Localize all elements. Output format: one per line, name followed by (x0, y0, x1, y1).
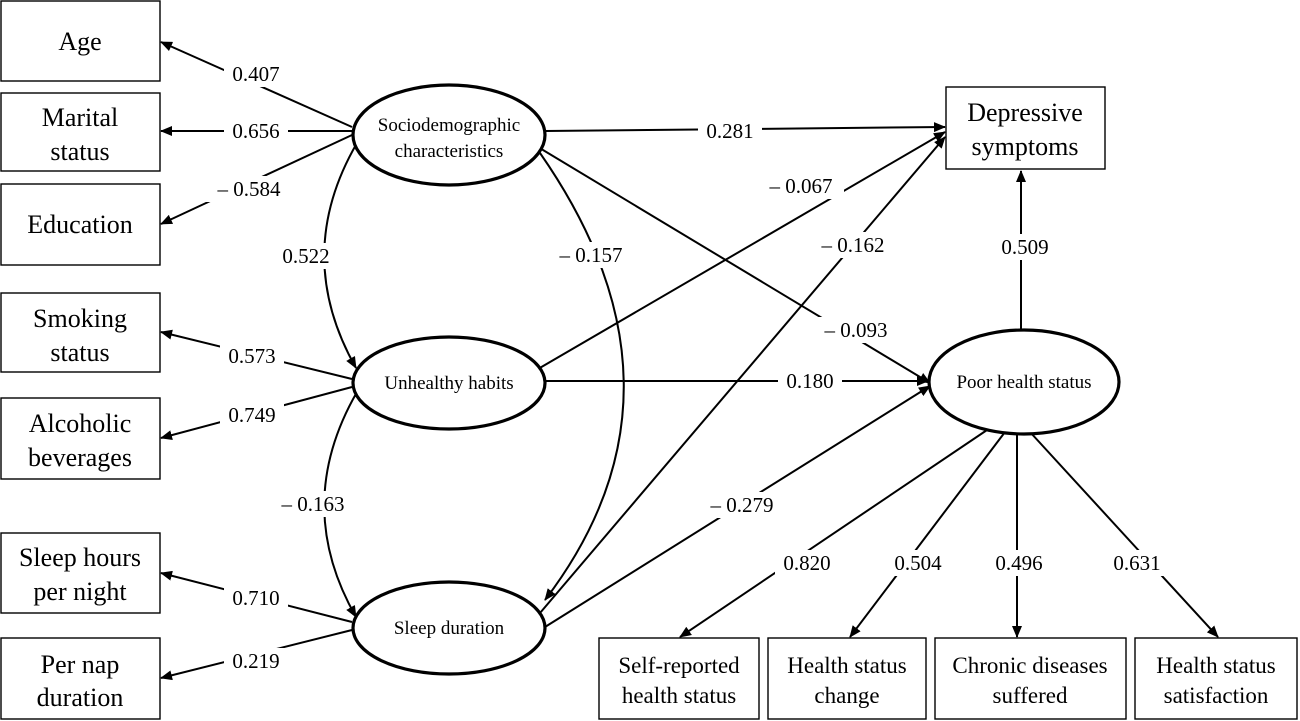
label-alcohol-line2: beverages (28, 443, 132, 472)
edge-health-selfrep (679, 427, 991, 638)
svg-text:– 0.093: – 0.093 (824, 318, 888, 342)
label-marital-line1: Marital (42, 103, 119, 132)
svg-text:0.509: 0.509 (1001, 235, 1048, 259)
svg-text:0.496: 0.496 (995, 551, 1042, 575)
svg-text:0.749: 0.749 (228, 403, 275, 427)
box-marital-status: Marital status (0, 92, 161, 172)
latent-unhealthy-habits: Unhealthy habits (351, 335, 547, 431)
label-smoking-line1: Smoking (33, 304, 127, 333)
coef-health-depressive: 0.509 (993, 234, 1057, 260)
coef-socio-age: 0.407 (224, 61, 288, 87)
edge-socio-health (537, 146, 931, 384)
label-satisf-line1: Health status (1156, 653, 1275, 678)
box-alcoholic-beverages: Alcoholic beverages (0, 397, 161, 480)
svg-text:– 0.584: – 0.584 (217, 177, 282, 201)
coef-habits-depressive: – 0.067 (758, 173, 844, 199)
label-chronic-line2: suffered (993, 683, 1068, 708)
label-habits: Unhealthy habits (384, 373, 513, 394)
svg-text:0.522: 0.522 (282, 244, 329, 268)
label-socio-line1: Sociodemographic (378, 115, 520, 136)
coef-health-chronic: 0.496 (987, 550, 1051, 576)
label-nap-line1: Per nap (41, 650, 120, 679)
coef-sleep-depressive: – 0.162 (810, 232, 896, 258)
svg-text:0.710: 0.710 (232, 586, 279, 610)
svg-text:– 0.163: – 0.163 (281, 492, 345, 516)
latent-sleep-duration: Sleep duration (351, 580, 547, 676)
edge-health-satisf (1029, 431, 1219, 638)
label-sleep: Sleep duration (394, 618, 505, 639)
label-age: Age (58, 27, 101, 56)
svg-text:0.631: 0.631 (1113, 551, 1160, 575)
label-nap-line2: duration (37, 683, 124, 712)
label-change-line1: Health status (787, 653, 906, 678)
edge-sleep-depressive (539, 136, 946, 614)
label-alcohol-line1: Alcoholic (29, 409, 132, 438)
coef-socio-marital: 0.656 (224, 118, 288, 144)
label-selfrep-line2: health status (622, 683, 736, 708)
label-marital-line2: status (50, 137, 109, 166)
coef-socio-habits: 0.522 (274, 243, 338, 269)
box-sleep-hours: Sleep hours per night (0, 532, 161, 614)
label-socio-line2: characteristics (395, 141, 504, 162)
label-change-line2: change (814, 683, 879, 708)
label-education: Education (27, 210, 132, 239)
box-health-status-change: Health status change (767, 637, 927, 720)
coef-socio-sleep: – 0.157 (548, 242, 634, 268)
svg-text:0.281: 0.281 (706, 119, 753, 143)
coef-health-change: 0.504 (886, 550, 950, 576)
box-self-reported-health: Self-reported health status (598, 637, 760, 720)
edge-habits-depressive (537, 131, 946, 370)
coef-socio-depressive: 0.281 (698, 118, 762, 144)
coef-habits-sleep: – 0.163 (270, 491, 356, 517)
latent-sociodemographic: Sociodemographic characteristics (351, 83, 547, 187)
latent-poor-health-status: Poor health status (927, 328, 1121, 436)
box-depressive-symptoms: Depressive symptoms (945, 86, 1106, 170)
box-smoking-status: Smoking status (0, 292, 161, 373)
label-satisf-line2: satisfaction (1164, 683, 1269, 708)
label-depressive-line1: Depressive (967, 98, 1083, 127)
coef-health-selfrep: 0.820 (775, 550, 839, 576)
label-depressive-line2: symptoms (972, 132, 1079, 161)
label-smoking-line2: status (50, 338, 109, 367)
svg-text:– 0.157: – 0.157 (559, 243, 623, 267)
coef-socio-education: – 0.584 (206, 176, 292, 202)
coef-sleep-nap: 0.219 (224, 648, 288, 674)
coef-sleep-hours: 0.710 (224, 585, 288, 611)
label-sleephours-line2: per night (33, 577, 127, 606)
svg-text:0.180: 0.180 (786, 369, 833, 393)
box-education: Education (0, 183, 161, 266)
box-chronic-diseases: Chronic diseases suffered (934, 637, 1127, 720)
label-sleephours-line1: Sleep hours (19, 543, 141, 572)
svg-text:– 0.067: – 0.067 (769, 174, 833, 198)
coef-habits-health: 0.180 (778, 368, 842, 394)
coef-habits-smoking: 0.573 (220, 343, 284, 369)
svg-text:– 0.162: – 0.162 (821, 233, 885, 257)
svg-text:0.219: 0.219 (232, 649, 279, 673)
label-chronic-line1: Chronic diseases (952, 653, 1107, 678)
coef-health-satisf: 0.631 (1105, 550, 1169, 576)
svg-text:0.573: 0.573 (228, 344, 275, 368)
edge-health-change (849, 431, 1006, 638)
box-age: Age (0, 0, 161, 82)
coef-sleep-health: – 0.279 (699, 492, 785, 518)
svg-text:0.407: 0.407 (232, 62, 279, 86)
svg-text:0.820: 0.820 (783, 551, 830, 575)
label-selfrep-line1: Self-reported (618, 653, 740, 678)
edge-cov-socio-sleep (529, 141, 625, 601)
coef-socio-health: – 0.093 (813, 317, 899, 343)
svg-text:– 0.279: – 0.279 (710, 493, 774, 517)
svg-text:0.504: 0.504 (894, 551, 942, 575)
coef-habits-alcohol: 0.749 (220, 402, 284, 428)
box-per-nap-duration: Per nap duration (0, 637, 161, 720)
label-health: Poor health status (956, 372, 1091, 393)
box-health-status-satisfaction: Health status satisfaction (1134, 637, 1298, 720)
svg-text:0.656: 0.656 (232, 119, 279, 143)
